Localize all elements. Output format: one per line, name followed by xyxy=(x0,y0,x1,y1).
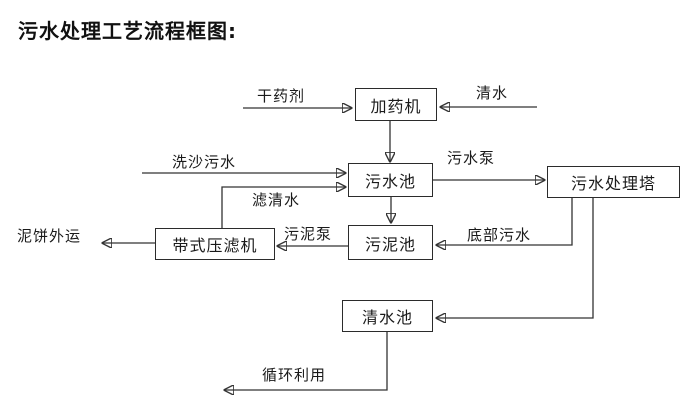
arrow-filtered-water-to-sewage-pool xyxy=(221,187,345,228)
flow-label-sand-washing-sewage: 洗沙污水 xyxy=(172,153,237,171)
flow-label-bottom-sewage: 底部污水 xyxy=(467,226,532,244)
flow-label-clear-water: 清水 xyxy=(476,84,509,102)
node-sludge-pool: 污泥池 xyxy=(348,225,433,260)
node-sewage-treatment-tower: 污水处理塔 xyxy=(547,166,680,198)
node-belt-filter-press: 带式压滤机 xyxy=(155,228,275,260)
flow-label-sludge-pump: 污泥泵 xyxy=(284,225,333,243)
page-title: 污水处理工艺流程框图: xyxy=(18,19,237,43)
node-dosing-machine: 加药机 xyxy=(355,88,437,121)
flow-label-mud-cake-outbound: 泥饼外运 xyxy=(17,227,82,245)
flow-label-recycling: 循环利用 xyxy=(262,366,327,384)
arrow-treatment-tower-to-clear-water-pool xyxy=(437,198,594,318)
flow-label-sewage-pump: 污水泵 xyxy=(447,149,496,167)
flow-label-filtered-water: 滤清水 xyxy=(252,191,301,209)
node-sewage-pool: 污水池 xyxy=(348,163,433,197)
arrow-recycling-out xyxy=(225,332,388,390)
node-clear-water-pool: 清水池 xyxy=(342,300,433,332)
arrow-bottom-sewage-to-sludge-pool xyxy=(437,198,573,245)
flow-label-dry-chemical: 干药剂 xyxy=(257,87,306,105)
